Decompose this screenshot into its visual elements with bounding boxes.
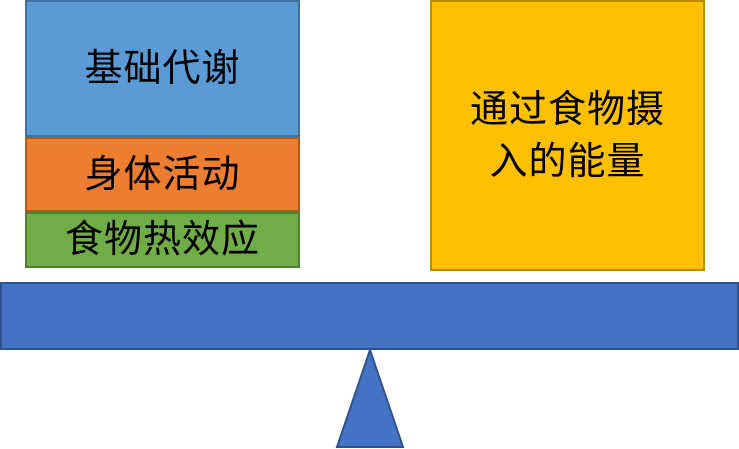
energy-intake-label: 通过食物摄入的能量 xyxy=(469,87,665,183)
physical-activity-block: 身体活动 xyxy=(25,137,300,212)
thermic-effect-block: 食物热效应 xyxy=(25,212,300,268)
energy-intake-block: 通过食物摄入的能量 xyxy=(430,0,705,271)
thermic-effect-label: 食物热效应 xyxy=(64,217,260,262)
fulcrum-triangle xyxy=(335,348,405,448)
physical-activity-label: 身体活动 xyxy=(84,151,241,196)
basal-metabolism-block: 基础代谢 xyxy=(25,0,300,137)
basal-metabolism-label: 基础代谢 xyxy=(84,45,241,90)
balance-beam xyxy=(0,282,739,350)
fulcrum-shape xyxy=(335,348,405,448)
